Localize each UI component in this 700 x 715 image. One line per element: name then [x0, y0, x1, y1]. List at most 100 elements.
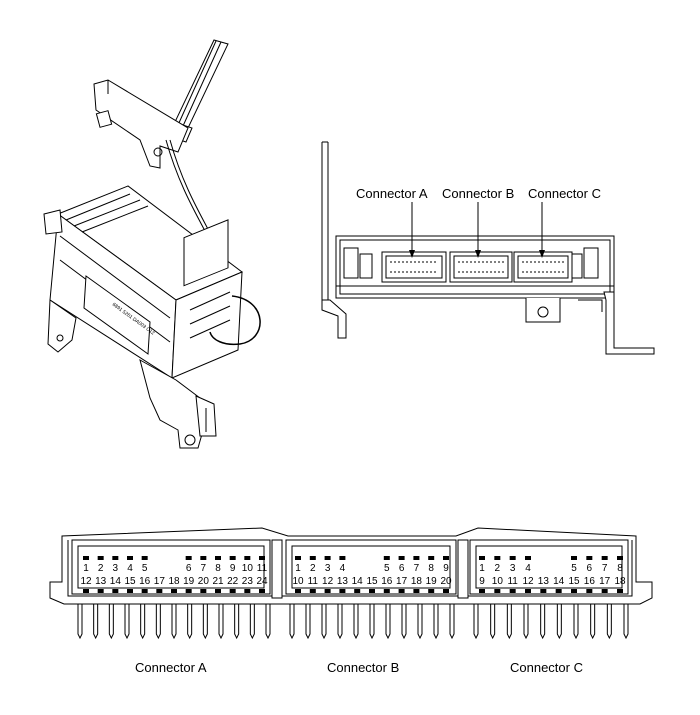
pin-terminal-top	[200, 556, 207, 560]
bottom-label-connector-b: Connector B	[327, 660, 399, 675]
pin-terminal-bottom	[571, 589, 577, 593]
pin-terminal-bottom	[369, 589, 375, 593]
pin-terminal-top	[479, 556, 485, 560]
top-label-connector-b: Connector B	[442, 186, 514, 201]
pin-number-top: 6	[587, 563, 593, 574]
pin-terminal-top	[509, 556, 516, 560]
connector-leg	[506, 604, 512, 640]
pin-number-bottom: 15	[124, 576, 136, 587]
top-label-connector-a: Connector A	[356, 186, 428, 201]
connector-leg	[540, 604, 546, 640]
pin-terminal-bottom	[141, 589, 148, 593]
pin-number-top: 4	[525, 563, 531, 574]
connector-leg	[556, 604, 562, 640]
pin-terminal-bottom	[295, 589, 301, 593]
pin-terminal-bottom	[215, 589, 221, 593]
pin-number-bottom: 12	[522, 576, 534, 587]
pin-number-bottom: 18	[168, 576, 180, 587]
label-arrows	[409, 202, 545, 258]
pin-terminal-bottom	[413, 589, 420, 593]
pin-terminal-top	[244, 556, 251, 560]
pin-terminal-bottom	[200, 589, 207, 593]
pin-number-bottom: 11	[507, 576, 518, 587]
connector-leg	[93, 604, 99, 640]
pin-terminal-top	[295, 556, 301, 560]
connector-leg	[573, 604, 579, 640]
pin-number-top: 2	[495, 563, 501, 574]
connector-leg	[606, 604, 612, 640]
connector-leg	[369, 604, 375, 640]
pin-number-bottom: 17	[154, 576, 166, 587]
pin-number-top: 3	[510, 563, 516, 574]
pin-terminal-bottom	[494, 589, 501, 593]
connector-leg	[77, 604, 83, 640]
connector-leg	[187, 604, 193, 640]
pin-number-top: 3	[113, 563, 119, 574]
connector-leg	[124, 604, 130, 640]
connector-leg	[289, 604, 295, 640]
pin-number-bottom: 13	[95, 576, 107, 587]
front-connector-c	[513, 251, 573, 283]
pin-terminal-bottom	[428, 589, 435, 593]
pin-number-bottom: 16	[139, 576, 151, 587]
pin-number-bottom: 14	[553, 576, 565, 587]
pin-terminal-top	[112, 556, 119, 560]
pin-number-bottom: 15	[366, 576, 378, 587]
pin-terminal-top	[383, 556, 390, 560]
connector-leg	[337, 604, 343, 640]
pin-terminal-top	[617, 556, 623, 560]
pin-terminal-bottom	[339, 589, 346, 593]
pin-terminal-top	[229, 556, 236, 560]
pin-number-bottom: 23	[242, 576, 254, 587]
pin-number-bottom: 16	[584, 576, 596, 587]
top-label-connector-c: Connector C	[528, 186, 601, 201]
pin-number-top: 4	[127, 563, 133, 574]
pin-terminal-top	[215, 556, 221, 560]
connector-leg	[449, 604, 455, 640]
connector-leg	[218, 604, 224, 640]
connector-leg	[490, 604, 496, 640]
module-iso-illustration: 6891 5261 DA003 C12	[43, 39, 261, 449]
pin-terminal-bottom	[127, 589, 133, 593]
pin-terminal-top	[185, 556, 192, 560]
pin-number-top: 2	[310, 563, 316, 574]
pin-number-bottom: 20	[440, 576, 452, 587]
pin-number-bottom: 19	[183, 576, 195, 587]
pin-terminal-bottom	[586, 589, 593, 593]
connector-leg	[140, 604, 146, 640]
pin-terminal-bottom	[617, 589, 623, 593]
pin-terminal-bottom	[354, 589, 361, 593]
connector-leg	[433, 604, 439, 640]
pin-terminal-bottom	[156, 589, 163, 593]
pin-terminal-top	[525, 556, 531, 560]
front-connector-b	[449, 251, 513, 283]
pin-terminal-bottom	[525, 589, 531, 593]
pin-terminal-top	[97, 556, 104, 560]
pin-terminal-bottom	[171, 589, 177, 593]
pin-number-top: 5	[384, 563, 390, 574]
pin-block-c	[469, 539, 629, 595]
pin-number-top: 7	[201, 563, 207, 574]
pin-number-top: 8	[617, 563, 623, 574]
pin-terminal-top	[428, 556, 435, 560]
pin-number-top: 10	[242, 563, 254, 574]
pin-number-bottom: 10	[492, 576, 504, 587]
connector-leg	[265, 604, 271, 640]
connector-leg	[305, 604, 311, 640]
pin-terminal-top	[601, 556, 608, 560]
pin-terminal-top	[127, 556, 133, 560]
pin-number-top: 5	[571, 563, 577, 574]
pin-number-bottom: 12	[80, 576, 92, 587]
connector-leg	[171, 604, 177, 640]
connector-leg	[417, 604, 423, 640]
pin-terminal-top	[309, 556, 316, 560]
pin-terminal-top	[141, 556, 148, 560]
pin-number-top: 6	[399, 563, 405, 574]
pin-terminal-top	[259, 556, 265, 560]
pin-terminal-top	[586, 556, 593, 560]
pin-number-top: 8	[215, 563, 221, 574]
pin-terminal-bottom	[229, 589, 236, 593]
connector-leg	[202, 604, 208, 640]
